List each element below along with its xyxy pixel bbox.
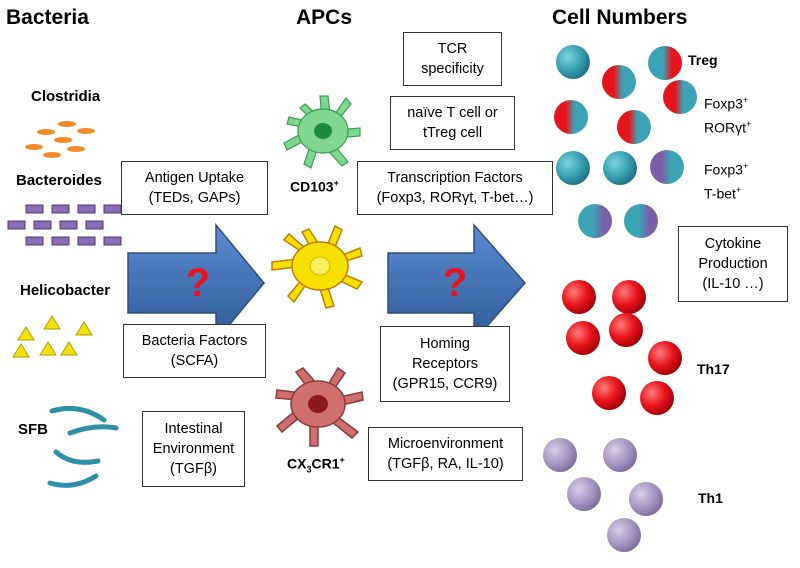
label-clostridia: Clostridia [31, 88, 101, 105]
bacteria-factors-box: Bacteria Factors (SCFA) [123, 324, 266, 378]
foxp3-text: Foxp3 [704, 95, 743, 112]
label-sfb: SFB [18, 421, 48, 438]
naive-line2: tTreg cell [422, 125, 483, 141]
label-th17: Th17 [697, 361, 730, 377]
tcr-title: TCR [437, 41, 468, 57]
antigen-uptake-title: Antigen Uptake [144, 170, 245, 186]
antigen-uptake-detail: (TEDs, GAPs) [148, 190, 241, 206]
label-th1: Th1 [698, 490, 723, 506]
th17-cells [562, 280, 682, 415]
cytokine-detail: (IL-10 …) [702, 276, 764, 292]
header-bacteria: Bacteria [6, 6, 89, 29]
clostridia-icon [25, 121, 95, 158]
bacteroides-icon [7, 204, 122, 246]
transcription-factors-box: Transcription Factors (Foxp3, RORγt, T-b… [357, 161, 553, 215]
left-arrow [127, 222, 265, 344]
tcr-detail: specificity [421, 61, 484, 77]
sfb-icon [47, 406, 119, 488]
homing-receptors-box: Homing Receptors (GPR15, CCR9) [380, 326, 510, 402]
label-helicobacter: Helicobacter [20, 282, 111, 299]
rorgt-text: RORγt [704, 119, 746, 136]
cx3cr1-sub: 3 [306, 464, 312, 475]
cx3cr1-text-a: CX [287, 455, 307, 472]
label-cx3cr1: CX3CR1+ [287, 455, 345, 474]
cd103-text: CD103 [290, 178, 334, 195]
tbet-text: T-bet [704, 185, 736, 202]
label-foxp3-tbet: Foxp3+ T-bet+ [704, 156, 748, 203]
cd103-sup: + [333, 178, 339, 188]
cytokine-line1: Cytokine [704, 236, 762, 252]
label-treg: Treg [688, 52, 718, 68]
tf-title: Transcription Factors [387, 170, 523, 186]
cytokine-line2: Production [698, 256, 768, 272]
tf-detail: (Foxp3, RORγt, T-bet…) [376, 190, 534, 206]
tcr-specificity-box: TCR specificity [403, 32, 502, 86]
micro-title: Microenvironment [387, 436, 504, 452]
right-arrow [387, 223, 526, 343]
helicobacter-icon [12, 315, 93, 358]
question-mark-left: ? [185, 261, 211, 305]
header-cell-numbers: Cell Numbers [552, 6, 688, 29]
cx3cr1-sup: + [339, 455, 345, 465]
homing-line2: Receptors [411, 356, 479, 372]
cx3cr1-text-b: CR1 [311, 455, 340, 472]
label-foxp3-rorgt: Foxp3+ RORγt+ [704, 90, 751, 137]
label-cd103: CD103+ [290, 178, 339, 195]
intestinal-environment-line1: Intestinal [164, 421, 223, 437]
label-bacteroides: Bacteroides [16, 172, 102, 189]
foxp3-sup: + [742, 95, 749, 105]
foxp3b-sup: + [742, 161, 749, 171]
naive-line1: naïve T cell or [407, 105, 498, 121]
rorgt-sup: + [746, 118, 752, 129]
bacteria-factors-detail: (SCFA) [170, 353, 219, 369]
naive-tcell-box: naïve T cell or tTreg cell [390, 96, 515, 150]
foxp3b-line: Foxp3+ [704, 156, 748, 180]
rorgt-line: RORγt+ [704, 114, 751, 138]
th1-cells [543, 438, 663, 552]
bacteria-factors-title: Bacteria Factors [141, 333, 248, 349]
tbet-sup: + [735, 184, 742, 195]
micro-detail: (TGFβ, RA, IL-10) [387, 456, 504, 472]
intestinal-environment-detail: (TGFβ) [170, 461, 217, 477]
tbet-line: T-bet+ [704, 180, 748, 204]
cytokine-production-box: Cytokine Production (IL-10 …) [678, 226, 788, 302]
foxp3-line: Foxp3+ [704, 90, 751, 114]
header-apcs: APCs [296, 6, 353, 29]
intestinal-environment-box: Intestinal Environment (TGFβ) [142, 411, 245, 487]
homing-line1: Homing [420, 336, 470, 352]
antigen-uptake-box: Antigen Uptake (TEDs, GAPs) [121, 161, 268, 215]
middle-apc-icon [271, 224, 364, 309]
treg-cells [554, 45, 697, 238]
cd103-apc-icon [283, 95, 361, 169]
microenvironment-box: Microenvironment (TGFβ, RA, IL-10) [368, 427, 523, 481]
homing-detail: (GPR15, CCR9) [392, 376, 498, 392]
cx3cr1-apc-icon [275, 366, 364, 447]
foxp3b-text: Foxp3 [704, 161, 743, 178]
intestinal-environment-line2: Environment [152, 441, 235, 457]
question-mark-right: ? [442, 261, 468, 305]
